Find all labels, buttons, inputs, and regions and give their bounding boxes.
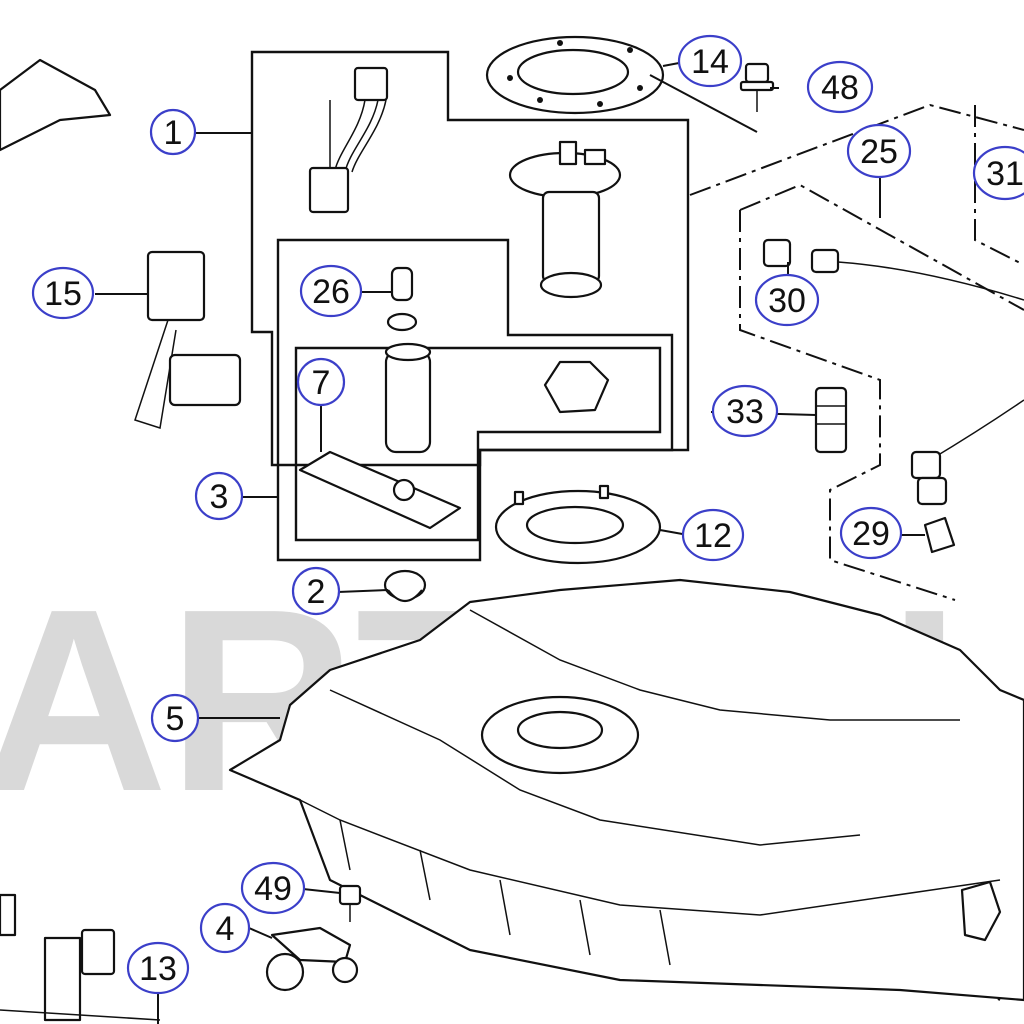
part-right-bottom-clip <box>960 880 1002 942</box>
part-5-fuel-tank <box>228 578 1024 1002</box>
svg-text:29: 29 <box>852 515 890 553</box>
reference-line-31 <box>974 105 1024 266</box>
svg-text:7: 7 <box>312 364 331 402</box>
part-4-bracket <box>265 926 359 992</box>
part-7-filter <box>298 450 462 530</box>
callout-30: 30 <box>754 273 820 327</box>
svg-text:13: 13 <box>139 950 177 988</box>
part-12-lock-ring <box>494 484 662 565</box>
svg-text:25: 25 <box>860 133 898 171</box>
callout-1: 1 <box>149 108 197 156</box>
part-30-line-clip <box>762 238 1024 301</box>
callout-14: 14 <box>677 34 743 88</box>
fuel-hose-right <box>910 399 1024 506</box>
part-29-clip <box>923 516 956 554</box>
svg-text:14: 14 <box>691 43 729 81</box>
callout-3: 3 <box>194 471 244 521</box>
svg-text:30: 30 <box>768 282 806 320</box>
callout-2: 2 <box>291 566 341 616</box>
svg-text:3: 3 <box>210 478 229 516</box>
callout-15: 15 <box>31 266 95 320</box>
callout-12: 12 <box>681 508 745 562</box>
svg-text:31: 31 <box>986 155 1024 193</box>
callout-29: 29 <box>839 506 903 560</box>
part-33-clamp <box>814 386 848 454</box>
part-49-bolt <box>338 884 362 922</box>
part-13-strap <box>0 893 161 1022</box>
part-1-pump-module <box>508 140 622 299</box>
svg-text:1: 1 <box>164 114 183 152</box>
pump-holder <box>543 360 610 414</box>
part-1-wiring-harness <box>308 66 389 214</box>
reference-line-25 <box>689 103 1024 601</box>
callout-25: 25 <box>846 123 912 179</box>
callout-48: 48 <box>806 60 874 114</box>
part-14-ring <box>485 35 665 115</box>
svg-text:48: 48 <box>821 69 859 107</box>
part-15-sender <box>134 250 242 429</box>
callout-7: 7 <box>296 357 346 407</box>
callout-4: 4 <box>199 902 251 954</box>
part-top-left-cover <box>0 58 112 152</box>
svg-text:12: 12 <box>694 517 732 555</box>
callout-33: 33 <box>711 384 779 438</box>
callout-5: 5 <box>150 693 200 743</box>
assembly-box-3 <box>276 238 674 562</box>
svg-text:15: 15 <box>44 275 82 313</box>
part-26-grommet <box>386 266 418 332</box>
svg-text:33: 33 <box>726 393 764 431</box>
part-2-cap <box>383 569 427 603</box>
fuel-pump <box>384 342 432 454</box>
part-48-bolt <box>739 62 775 112</box>
svg-text:2: 2 <box>307 573 326 611</box>
callout-26: 26 <box>299 264 363 318</box>
svg-text:5: 5 <box>166 700 185 738</box>
svg-text:49: 49 <box>254 870 292 908</box>
callout-31: 31 <box>972 145 1024 201</box>
svg-text:26: 26 <box>312 273 350 311</box>
callout-13: 13 <box>126 941 190 995</box>
svg-text:4: 4 <box>216 910 235 948</box>
callout-49: 49 <box>240 861 306 915</box>
assembly-box-7 <box>294 346 662 542</box>
